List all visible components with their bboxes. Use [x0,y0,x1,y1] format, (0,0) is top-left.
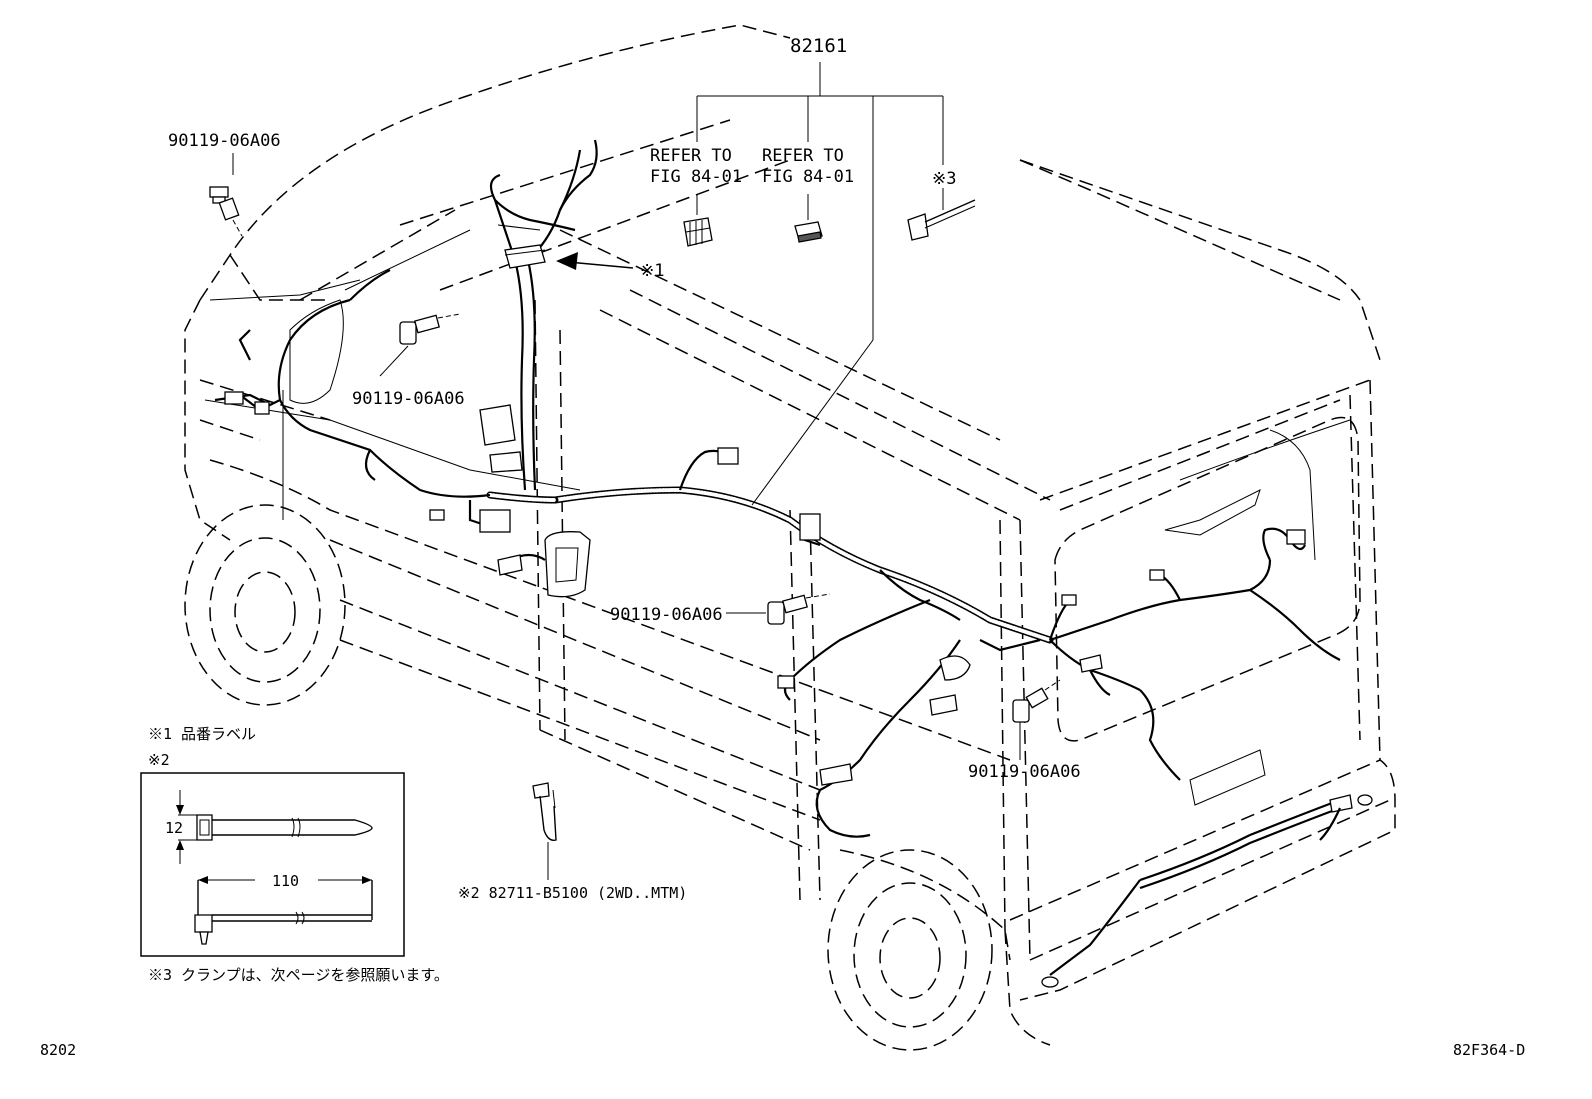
bolt-top-left [209,186,243,237]
note3-text: ※3 クランプは、次ページを参照願います。 [148,966,449,984]
clamp-2 [532,782,557,841]
front-wheel [184,504,346,706]
bolt-right-label: 90119-06A06 [968,762,1081,782]
connector-refer-right [794,221,823,243]
main-harness-number: 82161 [790,35,847,57]
refer-right-line1: REFER TO [762,146,844,166]
refer-left-line2: FIG 84-01 [650,167,742,187]
main-wire-harness [214,139,1373,988]
bolt-center-label: 90119-06A06 [610,605,723,625]
note3-mark: ※3 [932,169,956,189]
note2-heading: ※2 [148,751,170,769]
leader-lines [232,62,1021,880]
rear-wheel [827,849,993,1051]
bolt-mid-left [379,313,461,377]
bolt-right [1012,679,1061,723]
clamp-dimension-inset: 12 110 [140,772,405,957]
bolt-top-left-label: 90119-06A06 [168,131,281,151]
note1-mark: ※1 [640,261,664,281]
clamp-part-label: ※2 82711-B5100 (2WD..MTM) [458,884,687,902]
bolt-mid-left-label: 90119-06A06 [352,389,465,409]
label-location-arrow [556,252,634,270]
connector-refer-left [683,217,713,247]
note1-text: ※1 品番ラベル [148,725,256,743]
refer-left-line1: REFER TO [650,146,732,166]
bolt-center [767,593,831,625]
width-dim: 12 [165,819,183,837]
refer-right-line2: FIG 84-01 [762,167,854,187]
clamp-3 [907,199,976,241]
figure-code: 82F364-D [1453,1041,1525,1059]
length-dim: 110 [272,872,299,890]
page-code: 8202 [40,1041,76,1059]
